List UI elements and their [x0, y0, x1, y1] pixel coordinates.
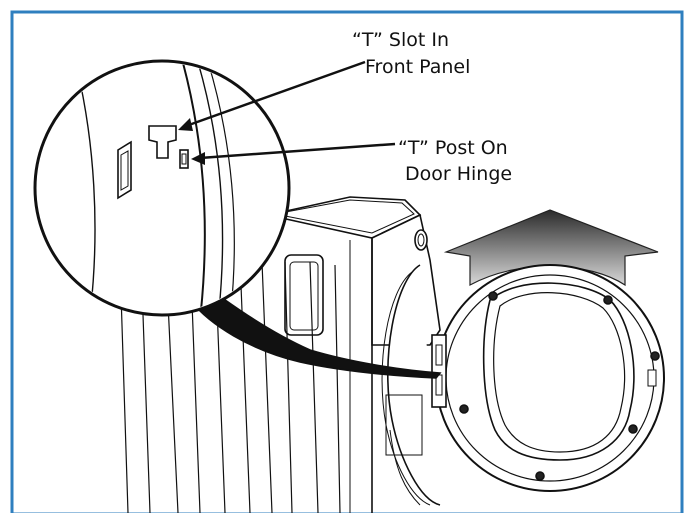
- post-label-line2: Door Hinge: [405, 163, 512, 185]
- post-callout-arrowhead-icon: [191, 152, 205, 165]
- post-callout-line: [199, 142, 396, 160]
- magnifier-inset: [33, 59, 291, 317]
- dryer-door: [431, 264, 665, 492]
- slot-callout-arrowhead-icon: [178, 118, 193, 131]
- slot-label-line2: Front Panel: [365, 56, 470, 78]
- figure-border: [10, 10, 684, 513]
- t-slot-shape: [148, 125, 177, 159]
- slot-label-line1: “T” Slot In: [352, 29, 449, 51]
- magnifier-connector: [189, 280, 442, 379]
- slot-callout-line: [185, 60, 366, 128]
- dryer-cabinet: [117, 196, 441, 513]
- post-label-line1: “T” Post On: [398, 137, 508, 159]
